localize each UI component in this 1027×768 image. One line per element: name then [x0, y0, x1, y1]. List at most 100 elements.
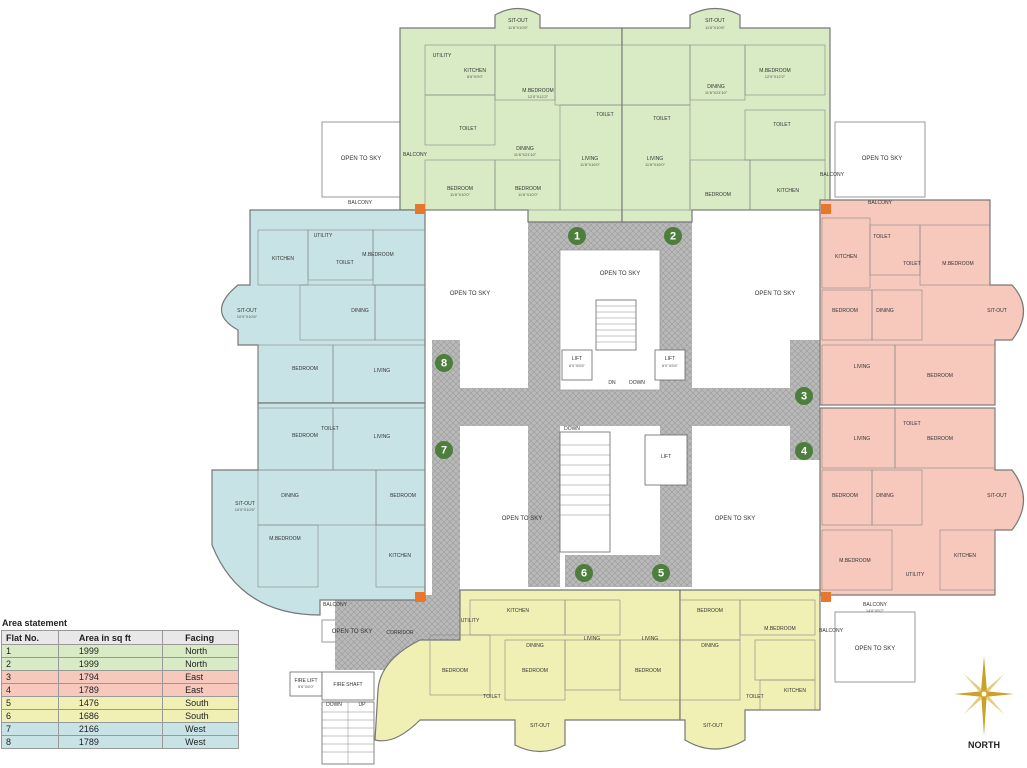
staircase-lower: [559, 431, 611, 553]
living-dim-1: 11'8"X16'0": [580, 162, 601, 167]
sit-out-dim-2: 11'6"X10'6": [705, 25, 726, 30]
flat-marker-2: [664, 227, 682, 245]
bedroom-dim-1b: 11'6"X10'0": [518, 192, 539, 197]
flat-marker-number-6: 6: [581, 568, 587, 580]
dining-dim-1: 11'6"X21'10": [514, 152, 537, 157]
area-cell-facing: South: [162, 709, 239, 723]
kitchen-label-2: KITCHEN: [777, 188, 799, 194]
flat-4-area: [819, 407, 1024, 596]
utility-label-8: UTILITY: [314, 233, 333, 239]
area-cell-facing: West: [162, 735, 239, 749]
area-cell-flat: 8: [1, 735, 59, 749]
header-area: Area in sq ft: [57, 630, 164, 645]
fire-lift-dim: 5'6"X6'0": [298, 684, 315, 689]
open-to-sky-label-se: OPEN TO SKY: [715, 516, 755, 522]
flat-marker-3: [795, 387, 813, 405]
living-label-7: LIVING: [374, 434, 391, 440]
living-label-1: LIVING: [582, 156, 599, 162]
bedroom-label-4: BEDROOM: [832, 493, 858, 499]
living-label-6: LIVING: [584, 636, 601, 642]
shaft-sw: [415, 592, 425, 602]
area-cell-area: 1476: [57, 696, 164, 710]
balcony-dim-4: 14'6"X5'2": [866, 608, 885, 613]
toilet-label-2b: TOILET: [773, 122, 790, 128]
sit-out-label-1: SIT-OUT: [508, 18, 528, 24]
dining-label-2: DINING: [707, 84, 725, 90]
area-cell-flat: 3: [1, 670, 59, 684]
lift-left-dim: 6'0"X5'6": [569, 363, 586, 368]
area-cell-facing: East: [162, 683, 239, 697]
lift-lower-label: LIFT: [661, 454, 671, 460]
flat-marker-1: [568, 227, 586, 245]
utility-label-4: UTILITY: [906, 572, 925, 578]
bedroom-label-5b: BEDROOM: [635, 668, 661, 674]
area-cell-flat: 1: [1, 644, 59, 658]
lift-right-dim: 6'0"X5'6": [662, 363, 679, 368]
area-cell-flat: 6: [1, 709, 59, 723]
area-cell-area: 1789: [57, 735, 164, 749]
kitchen-label-5: KITCHEN: [784, 688, 806, 694]
flat-marker-number-1: 1: [574, 231, 580, 243]
open-to-sky-label-nw: OPEN TO SKY: [341, 156, 381, 162]
shaft-ne: [821, 204, 831, 214]
open-to-sky-ne: [834, 121, 926, 198]
sit-out-label-7: SIT-OUT: [235, 501, 255, 507]
bedroom-dim-1: 11'6"X10'0": [450, 192, 471, 197]
north-label: NORTH: [968, 740, 1000, 750]
fire-shaft-label: FIRE SHAFT: [333, 682, 362, 688]
shaft-nw: [415, 204, 425, 214]
flat-7-area: [211, 402, 426, 616]
balcony-label-7: BALCONY: [323, 602, 348, 608]
down-label: DOWN: [564, 426, 580, 432]
fire-lift-label: FIRE LIFT: [294, 678, 317, 684]
corridor-label: CORRIDOR: [386, 630, 414, 636]
kitchen-label-4: KITCHEN: [954, 553, 976, 559]
area-cell-flat: 5: [1, 696, 59, 710]
sit-out-label-2: SIT-OUT: [705, 18, 725, 24]
open-to-sky-se: [834, 611, 916, 683]
toilet-label-1: TOILET: [459, 126, 476, 132]
header-flat-no: Flat No.: [1, 630, 59, 645]
area-statement: Area statement Flat No. Area in sq ft Fa…: [1, 618, 239, 749]
area-cell-facing: North: [162, 644, 239, 658]
flat-3-area: [819, 199, 1024, 406]
flat-5-area: [679, 589, 821, 750]
bedroom-label-1: BEDROOM: [447, 186, 473, 192]
area-statement-header-row: Flat No. Area in sq ft Facing: [1, 630, 239, 645]
balcony-label-1: BALCONY: [403, 152, 428, 158]
balcony-label-8: BALCONY: [348, 200, 373, 206]
flat-marker-5: [652, 564, 670, 582]
m-bedroom-label-5: M.BEDROOM: [764, 626, 795, 632]
flat-marker-number-5: 5: [658, 568, 664, 580]
bedroom-label-6: BEDROOM: [442, 668, 468, 674]
dining-label-5: DINING: [701, 643, 719, 649]
area-cell-facing: East: [162, 670, 239, 684]
kitchen-label-7: KITCHEN: [389, 553, 411, 559]
flat-marker-number-7: 7: [441, 445, 447, 457]
open-to-sky-label-sw: OPEN TO SKY: [502, 516, 542, 522]
kitchen-label-6: KITCHEN: [507, 608, 529, 614]
dn-label: DN: [608, 380, 616, 386]
dining-label-7: DINING: [281, 493, 299, 499]
compass-star-icon: [954, 656, 1014, 736]
fire-lift: [289, 671, 323, 697]
bedroom-label-8: BEDROOM: [292, 366, 318, 372]
open-to-sky-label-center: OPEN TO SKY: [600, 271, 640, 277]
living-label-2: LIVING: [647, 156, 664, 162]
bedroom-label-5: BEDROOM: [697, 608, 723, 614]
area-cell-area: 2166: [57, 722, 164, 736]
open-to-sky-nw: [321, 121, 401, 198]
area-cell-facing: West: [162, 722, 239, 736]
kitchen-label-3: KITCHEN: [835, 254, 857, 260]
flat-2-area: [621, 7, 831, 223]
down-label-2: DOWN: [629, 380, 645, 386]
sit-out-label-3: SIT-OUT: [987, 308, 1007, 314]
lift-right-label: LIFT: [665, 356, 675, 362]
